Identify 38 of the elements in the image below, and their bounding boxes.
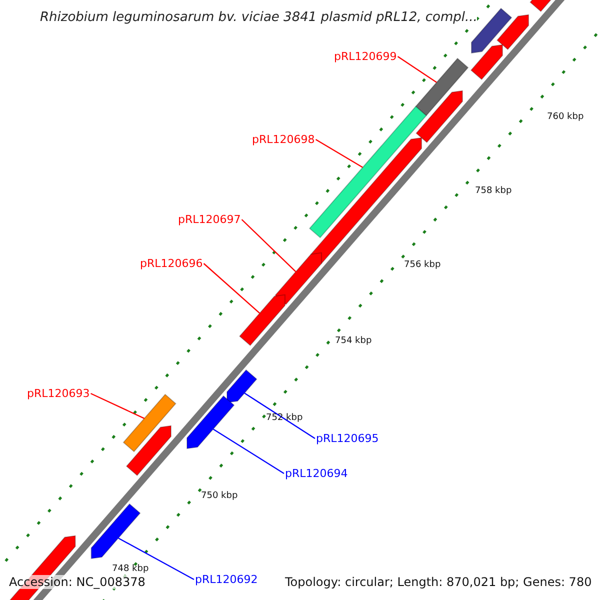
- scale-label: 758 kbp: [475, 186, 512, 196]
- gene-feature: [226, 369, 258, 404]
- topology-text: Topology: circular; Length: 870,021 bp; Genes: 780: [285, 575, 592, 589]
- leader-line: [241, 219, 296, 272]
- gene-feature: [530, 0, 554, 12]
- accession-text: Accession: NC_008378: [9, 575, 146, 589]
- scale-label: 756 kbp: [404, 260, 441, 270]
- gene-feature: [122, 394, 176, 452]
- gene-feature: [416, 90, 463, 144]
- leader-line: [315, 138, 363, 168]
- leader-line: [90, 392, 145, 419]
- scale-label: 748 kbp: [112, 564, 149, 574]
- gene-feature: [90, 503, 141, 560]
- leader-line: [397, 56, 437, 83]
- leader-line: [244, 392, 316, 439]
- gene-feature: [238, 294, 286, 346]
- gene-label: pRL120697: [178, 213, 241, 226]
- gene-label: pRL120695: [316, 432, 379, 445]
- scale-label: 752 kbp: [266, 413, 303, 423]
- gene-label: pRL120694: [285, 467, 348, 480]
- gene-label: pRL120693: [27, 387, 90, 400]
- gene-label: pRL120692: [195, 573, 258, 586]
- gene-feature: [496, 14, 530, 50]
- gene-feature: [470, 44, 503, 80]
- gene-feature: [186, 395, 235, 450]
- scale-label: 754 kbp: [335, 336, 372, 346]
- scale-label: 760 kbp: [547, 112, 584, 122]
- gene-feature: [415, 58, 469, 116]
- gene-label: pRL120696: [140, 257, 203, 270]
- leader-line: [118, 538, 194, 580]
- leader-line: [203, 263, 260, 314]
- leader-line: [212, 428, 284, 474]
- title: Rhizobium leguminosarum bv. viciae 3841 plasmid pRL12, compl...: [40, 10, 478, 25]
- gene-label: pRL120698: [252, 133, 315, 146]
- gene-label: pRL120699: [334, 50, 397, 63]
- gene-feature: [126, 425, 172, 476]
- gene-feature: [274, 252, 322, 306]
- scale-label: 750 kbp: [201, 491, 238, 501]
